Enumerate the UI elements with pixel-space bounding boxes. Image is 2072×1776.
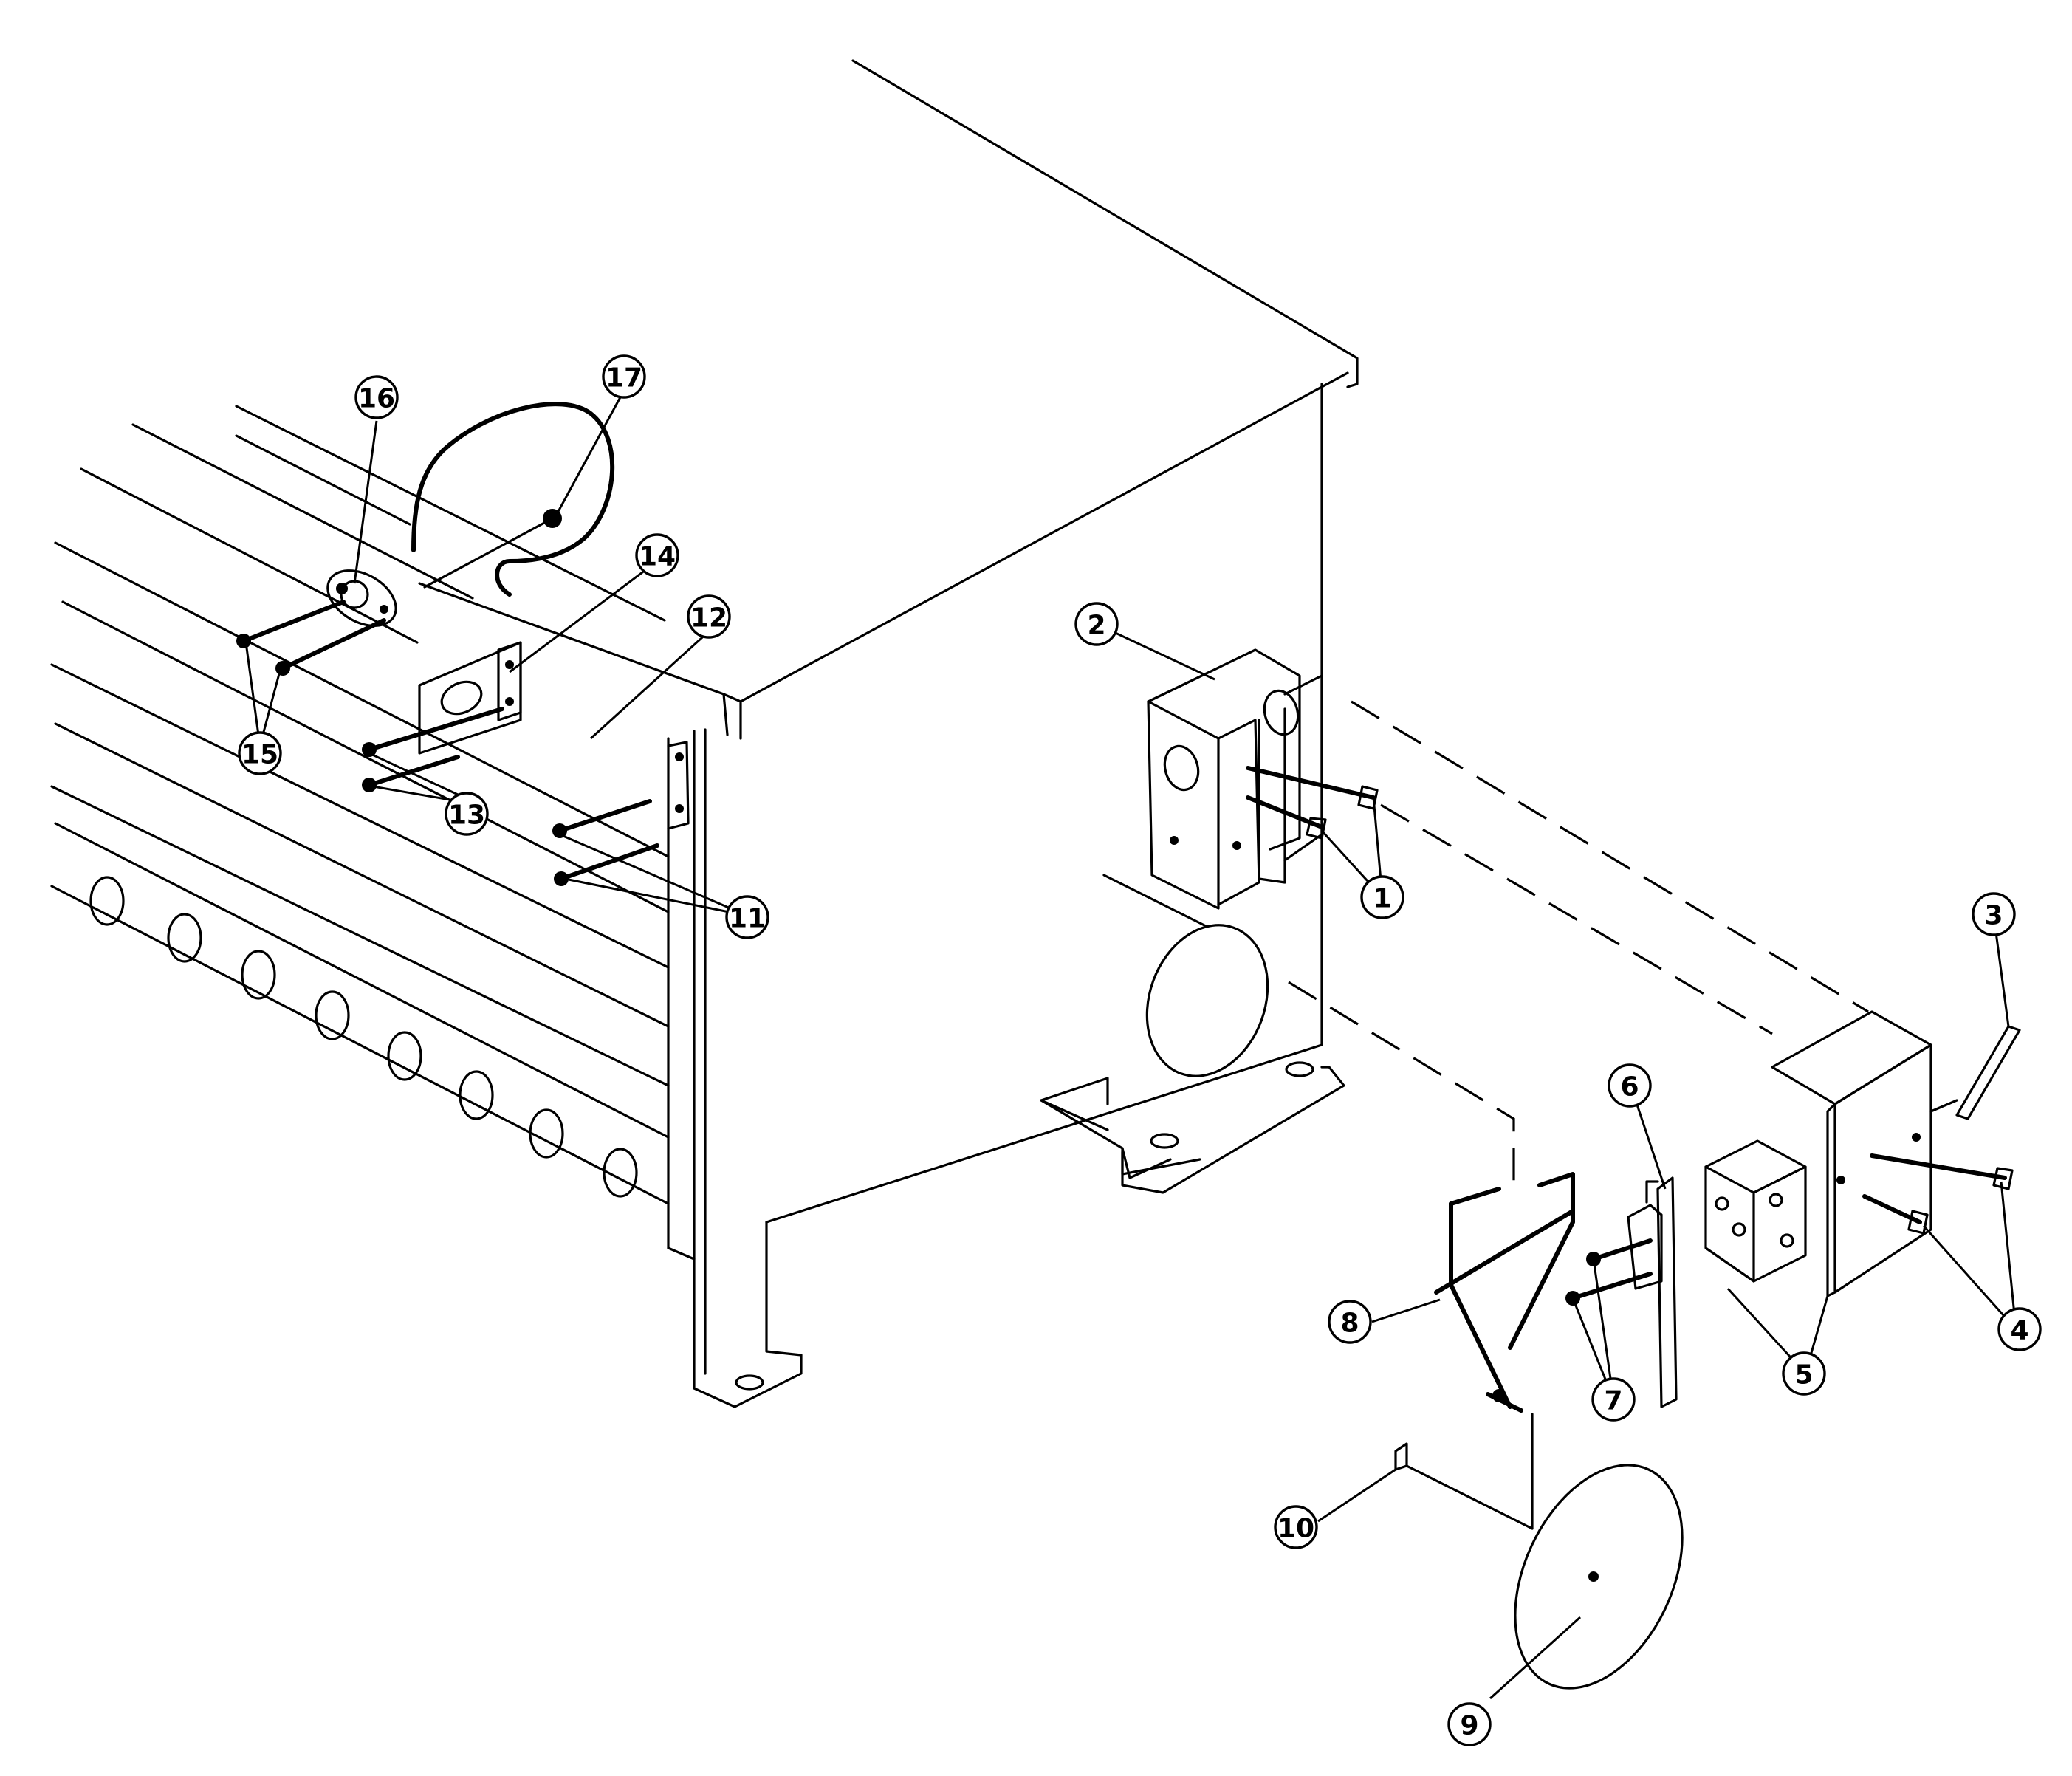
svg-text:13: 13 xyxy=(448,800,485,831)
rear-wall-rails xyxy=(50,405,696,1261)
callout-6: 6 xyxy=(1608,1063,1652,1108)
leader-4 xyxy=(2000,1181,2017,1330)
svg-text:7: 7 xyxy=(1604,1386,1622,1416)
callout-14: 14 xyxy=(635,533,679,577)
latch-6 xyxy=(1565,1176,1678,1408)
main-housing xyxy=(418,59,1359,1408)
svg-text:8: 8 xyxy=(1340,1309,1359,1339)
svg-text:10: 10 xyxy=(1277,1514,1314,1544)
callout-4: 4 xyxy=(1997,1307,2042,1351)
svg-text:3: 3 xyxy=(1984,901,2003,931)
callout-15: 15 xyxy=(238,731,282,775)
svg-text:12: 12 xyxy=(690,603,727,634)
callout-7: 7 xyxy=(1591,1377,1636,1422)
callout-11: 11 xyxy=(725,895,769,939)
callout-10: 10 xyxy=(1274,1505,1318,1549)
leader-11 xyxy=(559,833,748,917)
leader-10 xyxy=(1317,1468,1396,1523)
svg-text:15: 15 xyxy=(241,740,278,770)
callout-8: 8 xyxy=(1328,1300,1372,1344)
bracket-2 xyxy=(1147,648,1379,910)
svg-text:4: 4 xyxy=(2010,1316,2028,1346)
angle-bracket-5 xyxy=(1704,1139,1807,1283)
svg-text:16: 16 xyxy=(358,384,395,414)
callout-3: 3 xyxy=(1972,892,2016,936)
leader-16 xyxy=(353,420,378,584)
plate-12 xyxy=(552,741,690,886)
callout-5: 5 xyxy=(1782,1351,1826,1396)
leader-17 xyxy=(554,397,622,518)
leader-14 xyxy=(509,560,658,673)
leader-8 xyxy=(1371,1298,1441,1323)
assembly-guidelines xyxy=(1288,700,1869,1182)
callout-16: 16 xyxy=(354,375,399,419)
leader-lines xyxy=(244,397,2017,1700)
svg-text:2: 2 xyxy=(1087,611,1105,641)
disc-9 xyxy=(1394,1413,1684,1690)
leader-9 xyxy=(1489,1616,1582,1700)
svg-text:17: 17 xyxy=(606,363,642,394)
callout-17: 17 xyxy=(602,354,646,399)
svg-text:9: 9 xyxy=(1460,1711,1478,1741)
svg-text:14: 14 xyxy=(639,542,676,572)
leader-15 xyxy=(244,642,261,747)
cable-assembly xyxy=(236,402,615,676)
callout-1: 1 xyxy=(1360,875,1404,919)
cover-box-5 xyxy=(1771,1010,2021,1297)
frame-8 xyxy=(1434,1172,1575,1413)
leader-12 xyxy=(589,630,710,740)
callout-9: 9 xyxy=(1447,1702,1492,1746)
svg-text:5: 5 xyxy=(1794,1360,1813,1391)
bracket-14 xyxy=(362,641,522,792)
svg-text:1: 1 xyxy=(1373,884,1391,914)
callout-13: 13 xyxy=(445,792,489,836)
callout-2: 2 xyxy=(1074,602,1119,646)
callout-12: 12 xyxy=(687,594,731,639)
svg-text:11: 11 xyxy=(729,904,766,934)
svg-text:6: 6 xyxy=(1620,1072,1639,1103)
